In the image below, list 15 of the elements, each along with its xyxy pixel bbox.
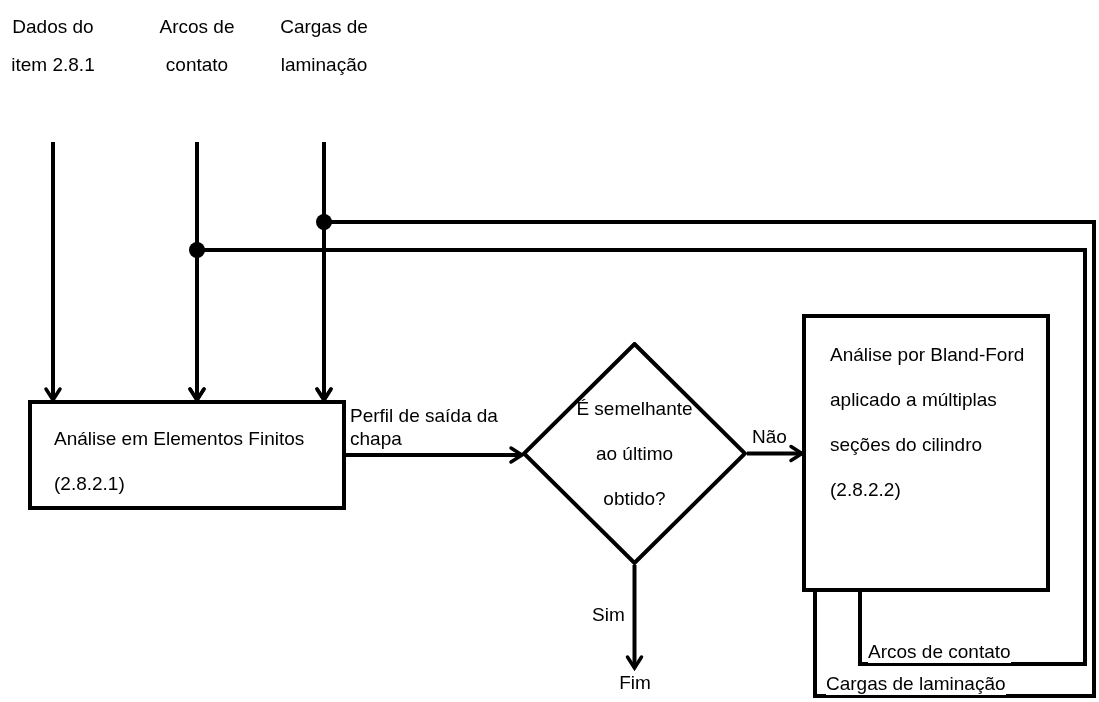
process-box (802, 314, 1050, 592)
flow-text: Fim (610, 670, 660, 696)
connector-arrow (188, 248, 1087, 666)
connector-arrow (44, 142, 62, 402)
process-box (28, 400, 346, 510)
flow-text: Arcos de contato (140, 8, 254, 134)
box-text: Análise em Elementos Finitos (2.8.2.1) (54, 427, 306, 496)
connector-arrow (625, 565, 644, 670)
connector-arrow (747, 444, 804, 463)
connector-arrow (315, 220, 1096, 698)
box-text: Análise por Bland-Ford aplicado a múltiplas seções do cilindro (2.8.2.2) (830, 343, 1026, 502)
flow-text: Cargas de laminação (258, 8, 390, 134)
connector-arrow (346, 446, 524, 464)
flow-text: Dados do item 2.8.1 (0, 8, 106, 134)
decision-text: É semelhante ao último obtido? (575, 397, 694, 511)
